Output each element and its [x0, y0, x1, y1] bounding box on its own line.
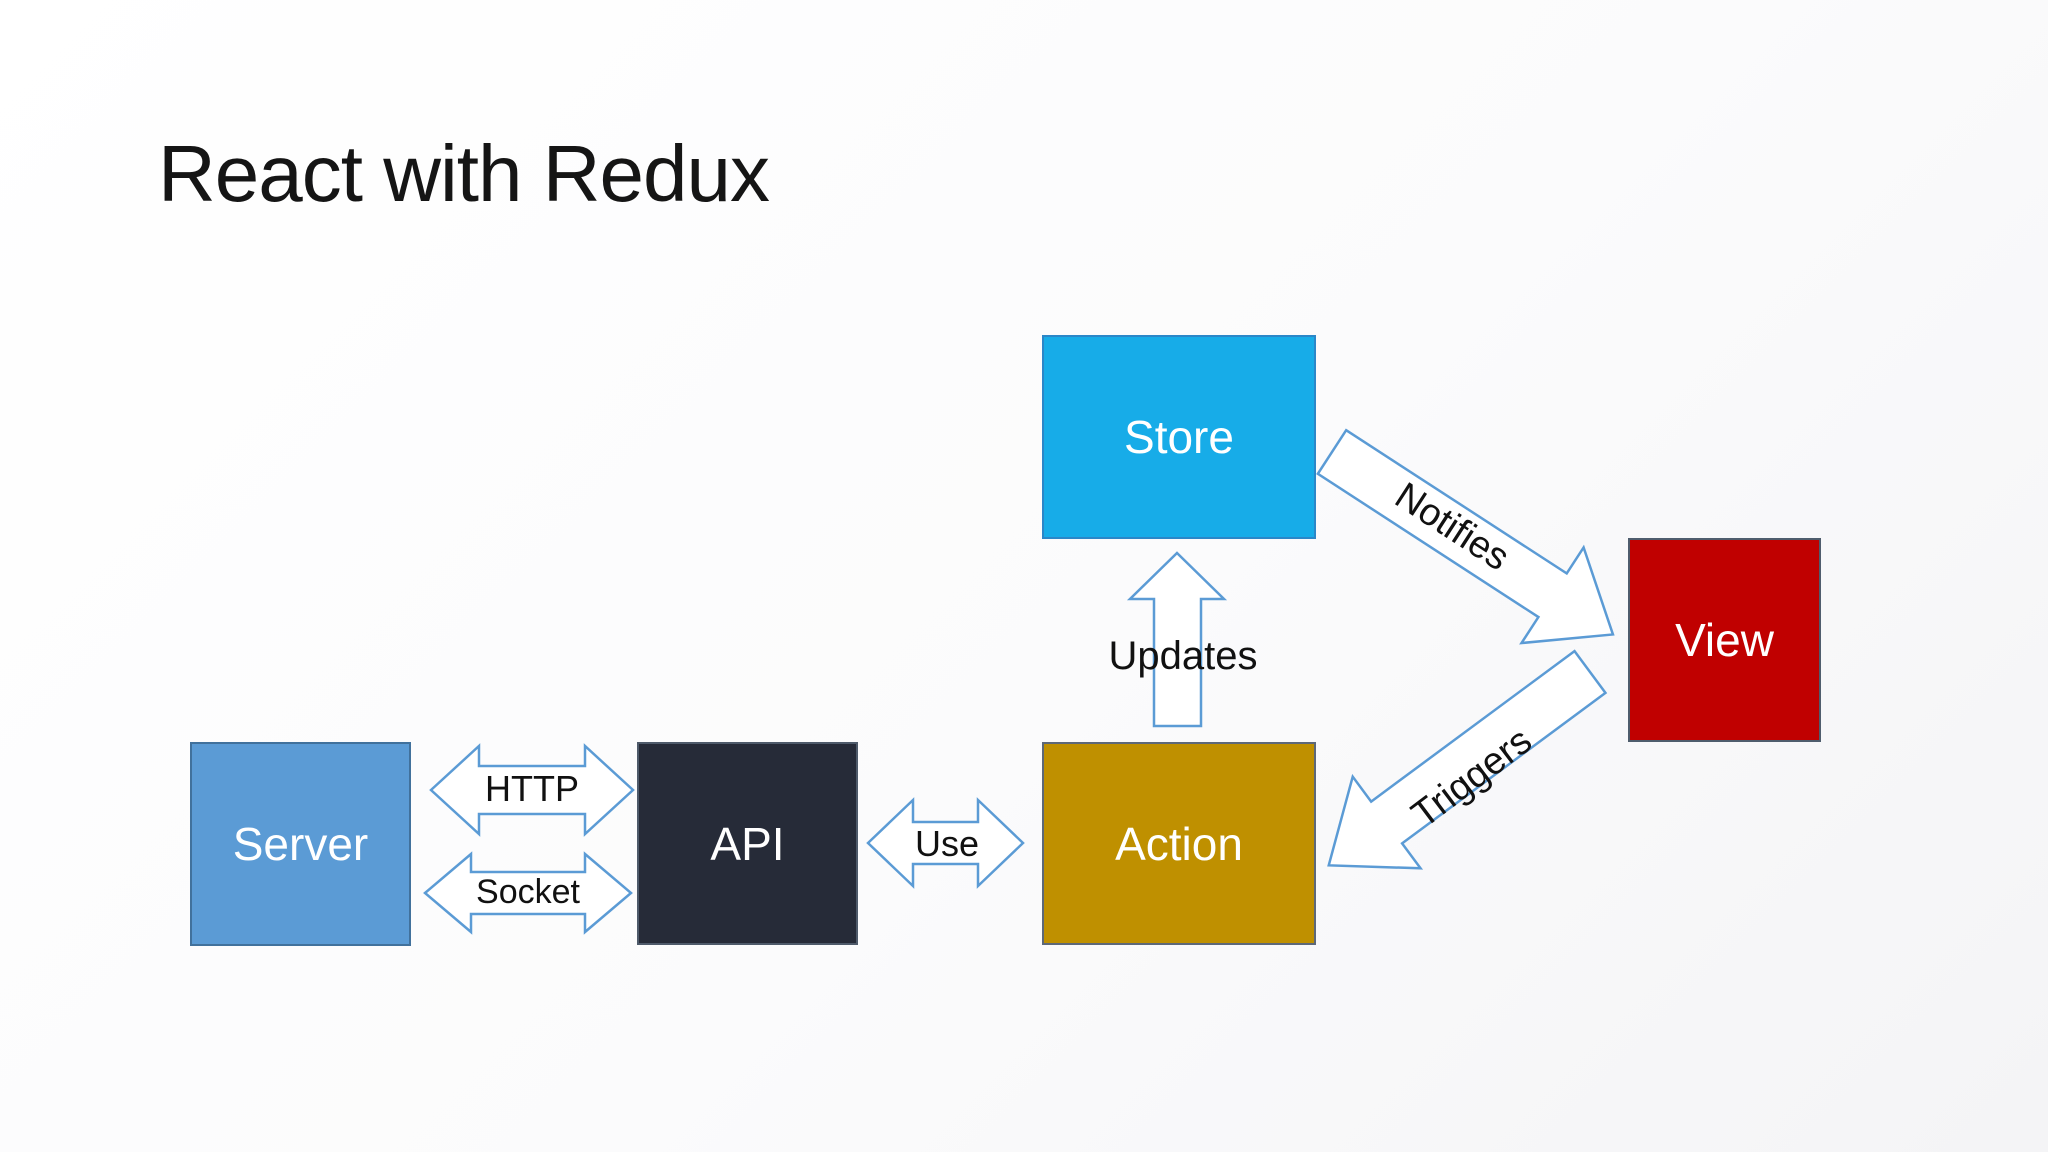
- node-server: Server: [190, 742, 411, 946]
- use-arrow-label: Use: [914, 823, 980, 864]
- node-view: View: [1628, 538, 1821, 742]
- http-arrow-label: HTTP: [485, 768, 579, 809]
- socket-arrow-label: Socket: [476, 873, 580, 911]
- triggers-arrow-icon: [1327, 649, 1608, 870]
- notifies-arrow-icon: [1316, 428, 1615, 645]
- updates-arrow-label: Updates: [1108, 634, 1258, 678]
- node-server-label: Server: [232, 818, 369, 870]
- node-action-label: Action: [1115, 817, 1243, 870]
- node-store-label: Store: [1124, 411, 1234, 463]
- node-store: Store: [1042, 335, 1316, 539]
- http-arrow-icon: [429, 743, 635, 837]
- socket-arrow-icon: [423, 851, 633, 935]
- node-action: Action: [1042, 742, 1316, 945]
- node-api-label: API: [710, 817, 785, 870]
- page-title: React with Redux: [158, 129, 770, 218]
- use-arrow-icon: [866, 797, 1025, 889]
- node-view-label: View: [1675, 614, 1774, 666]
- updates-arrow-icon: [1126, 551, 1228, 728]
- node-api: API: [637, 742, 858, 945]
